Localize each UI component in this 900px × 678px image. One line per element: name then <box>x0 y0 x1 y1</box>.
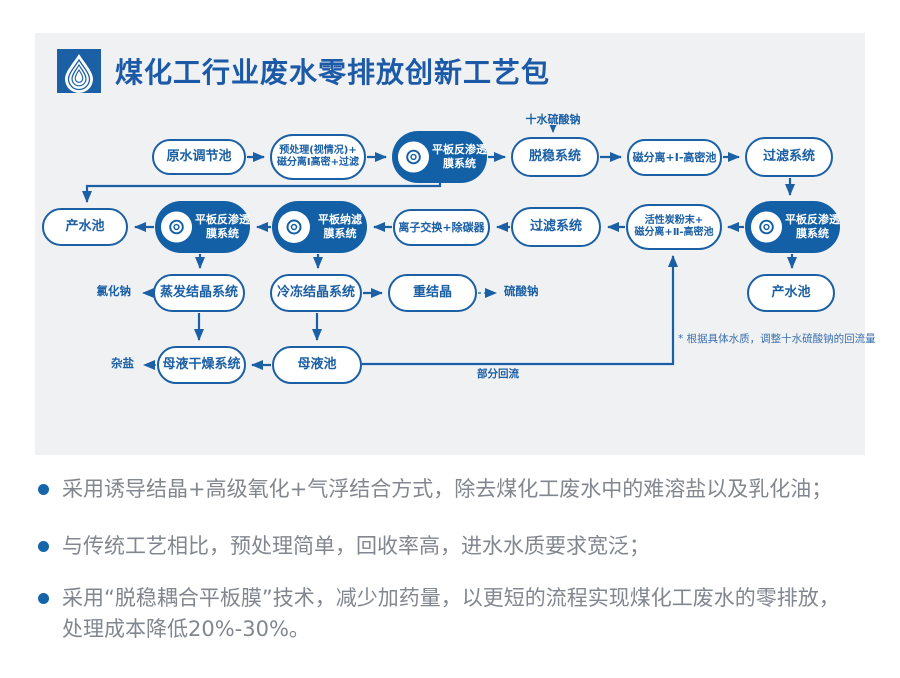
label-na2so4-output: 硫酸钠 <box>504 284 539 298</box>
bullet-text: 采用“脱稳耦合平板膜”技术，减少加药量，以更短的流程实现煤化工废水的零排放，处理… <box>62 586 840 641</box>
bullet-text: 采用诱导结晶+高级氧化+气浮结合方式，除去煤化工废水中的难溶盐以及乳化油； <box>62 477 833 501</box>
node-product-pool-1: 产水池 <box>42 208 128 246</box>
node-flat-ro-membrane-2: 平板反渗透 膜系统 <box>155 201 250 253</box>
bullet-dot-icon <box>38 484 49 495</box>
bullet-dot-icon <box>38 593 49 604</box>
node-mother-liquor-drying: 母液干燥系统 <box>157 346 246 384</box>
node-filter-1: 过滤系统 <box>745 137 833 177</box>
bullet-text: 与传统工艺相比，预处理简单，回收率高，进水水质要求宽泛； <box>62 534 650 558</box>
label-note: * 根据具体水质，调整十水硫酸钠的回流量 <box>678 333 876 345</box>
node-filter-2: 过滤系统 <box>511 207 601 247</box>
node-destabilization: 脱稳系统 <box>511 137 599 177</box>
water-drop-logo-icon <box>57 49 101 93</box>
node-freezing-crystallization: 冷冻结晶系统 <box>270 274 362 312</box>
node-pretreatment: 预处理(视情况)+ 磁分离Ⅰ高密+过滤 <box>270 134 366 180</box>
node-recrystallization: 重结晶 <box>388 274 477 312</box>
label-sodium-sulfate-feed: 十水硫酸钠 <box>525 113 581 126</box>
bullet-item: 采用“脱稳耦合平板膜”技术，减少加药量，以更短的流程实现煤化工废水的零排放，处理… <box>38 583 870 645</box>
header: 煤化工行业废水零排放创新工艺包 <box>57 49 550 93</box>
node-carbon-magsep-2: 活性炭粉末+ 磁分离+Ⅱ-高密池 <box>626 204 722 250</box>
membrane-disc-icon <box>750 211 783 243</box>
label-nacl-output: 氯化钠 <box>96 284 132 298</box>
summary-bullets: 采用诱导结晶+高级氧化+气浮结合方式，除去煤化工废水中的难溶盐以及乳化油； 与传… <box>38 474 870 645</box>
node-product-pool-2: 产水池 <box>747 274 835 312</box>
bullet-item: 采用诱导结晶+高级氧化+气浮结合方式，除去煤化工废水中的难溶盐以及乳化油； <box>38 474 870 505</box>
bullet-dot-icon <box>38 541 49 552</box>
node-flat-ro-membrane-3: 平板反渗透 膜系统 <box>745 201 840 253</box>
node-raw-water-pool: 原水调节池 <box>152 139 246 175</box>
node-ion-exchange-decarbonizer: 离子交换+除碳器 <box>393 209 490 246</box>
membrane-disc-icon <box>160 211 193 243</box>
page-title: 煤化工行业废水零排放创新工艺包 <box>115 56 551 89</box>
membrane-disc-icon <box>278 211 310 243</box>
membrane-disc-icon <box>397 141 430 173</box>
node-evaporation-crystallization: 蒸发结晶系统 <box>153 274 245 312</box>
label-partial-reflux: 部分回流 <box>477 368 519 380</box>
node-mother-liquor-pool: 母液池 <box>272 346 362 384</box>
label-misc-salt-output: 杂盐 <box>111 356 134 370</box>
node-flat-ro-membrane-1: 平板反渗透 膜系统 <box>392 131 487 183</box>
bullet-item: 与传统工艺相比，预处理简单，回收率高，进水水质要求宽泛； <box>38 531 870 562</box>
node-magsep-1-highdensity: 磁分离+Ⅰ-高密池 <box>627 139 722 176</box>
node-flat-nf-membrane: 平板纳滤 膜系统 <box>272 201 367 253</box>
